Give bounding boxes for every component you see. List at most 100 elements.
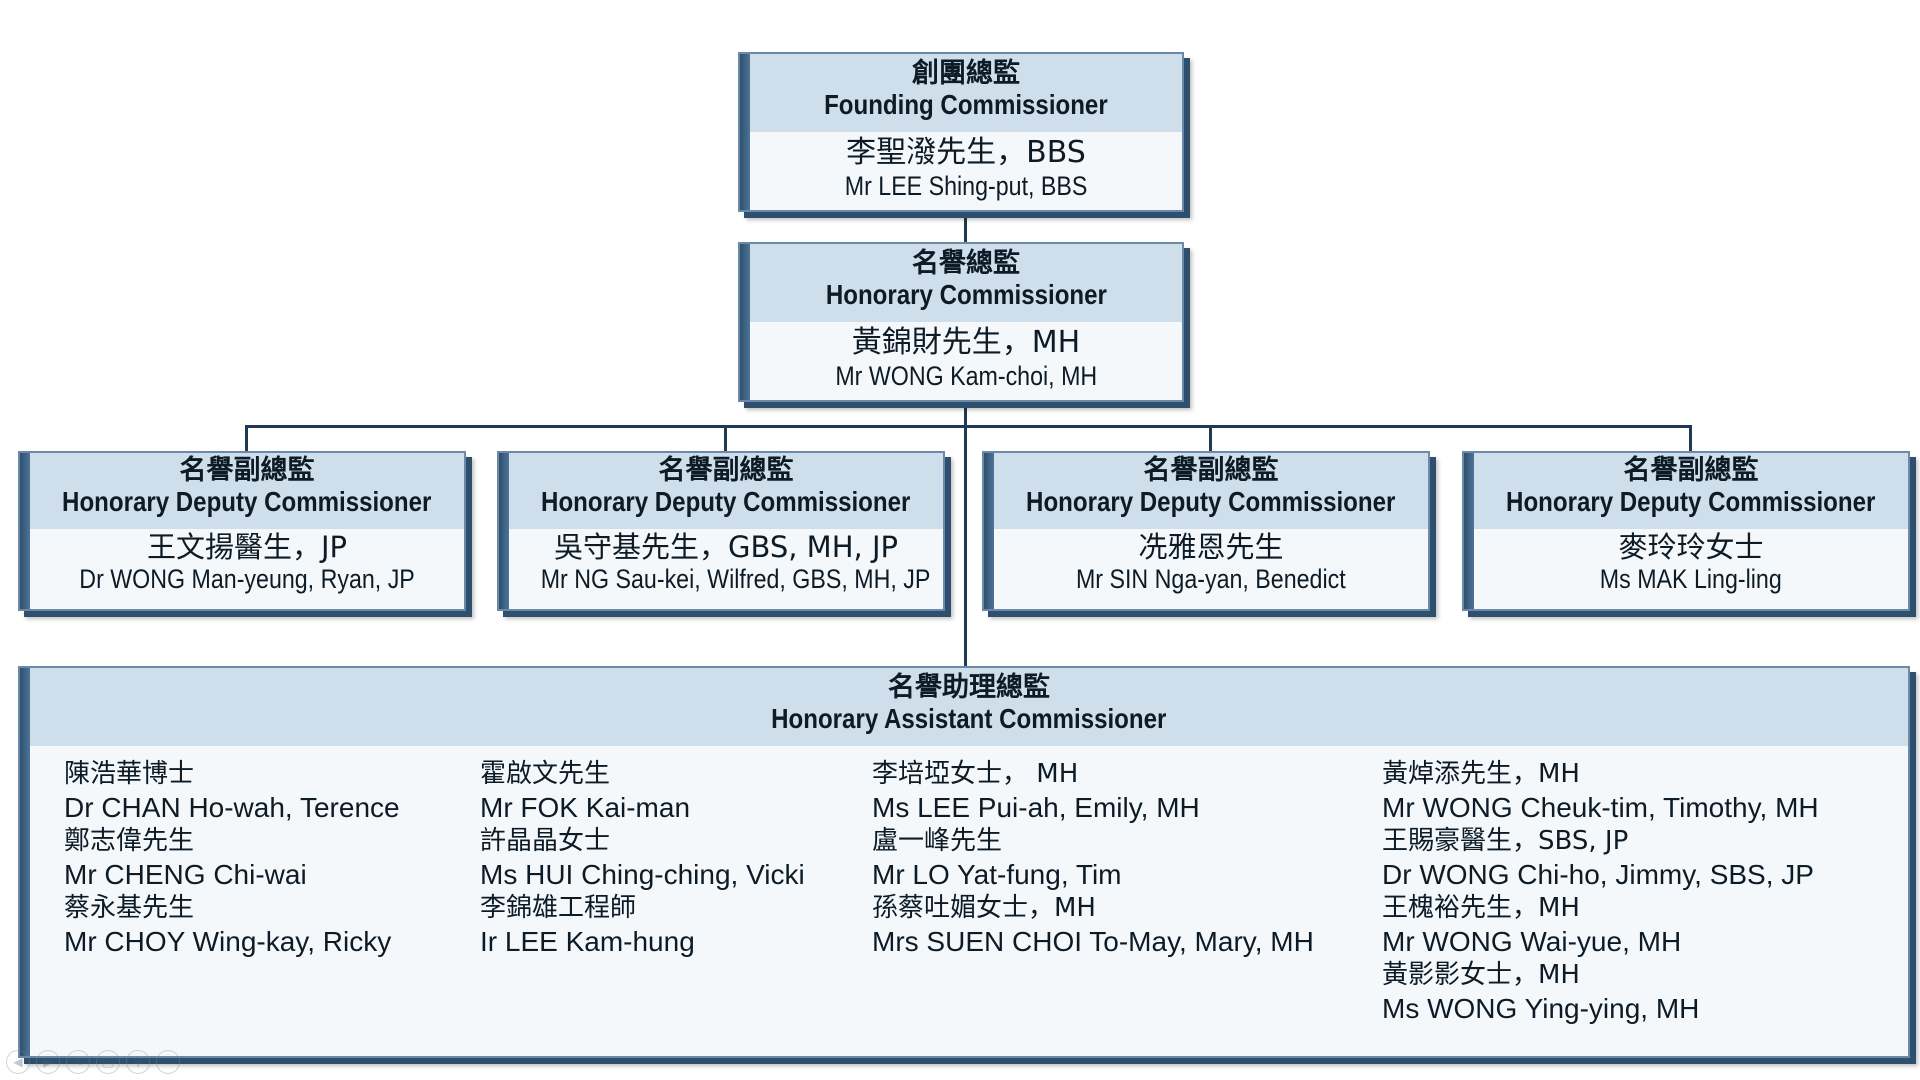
honorary-name-zh: 黃錦財先生，MH <box>851 325 1081 360</box>
honorary-commissioner-box: 名譽總監 Honorary Commissioner 黃錦財先生，MH Mr W… <box>738 242 1184 402</box>
assistant-body: 陳浩華博士 Dr CHAN Ho-wah, Terence 鄭志偉先生 Mr C… <box>30 746 1908 1056</box>
deputy-title-en: Honorary Deputy Commissioner <box>541 486 911 518</box>
assistant-column-4: 黃焯添先生，MH Mr WONG Cheuk-tim, Timothy, MH … <box>1382 758 1819 1026</box>
zoom-icon[interactable]: ⚲ <box>126 1050 150 1074</box>
deputy-name-zh: 吳守基先生，GBS, MH, JP <box>553 530 898 564</box>
deputy-name-en: Mr SIN Nga-yan, Benedict <box>1076 564 1346 595</box>
assistant-member: 蔡永基先生 Mr CHOY Wing-kay, Ricky <box>64 892 400 959</box>
member-name-zh: 霍啟文先生 <box>480 759 611 789</box>
member-name-zh: 蔡永基先生 <box>64 893 195 923</box>
member-name-en: Ms HUI Ching-ching, Vicki <box>480 859 805 890</box>
deputy-title-en: Honorary Deputy Commissioner <box>1026 486 1396 518</box>
deputy-commissioner-box: 名譽副總監 Honorary Deputy Commissioner 冼雅恩先生… <box>982 451 1430 611</box>
connector-deputies-horizontal <box>245 425 1692 428</box>
deputy-title-zh: 名譽副總監 <box>658 455 794 486</box>
deputy-title-en: Honorary Deputy Commissioner <box>1506 486 1876 518</box>
member-name-en: Ms WONG Ying-ying, MH <box>1382 993 1700 1024</box>
member-name-zh: 李培埡女士， MH <box>872 759 1079 789</box>
deputy-name-zh: 王文揚醫生，JP <box>146 530 348 564</box>
member-name-en: Mrs SUEN CHOI To-May, Mary, MH <box>872 926 1314 957</box>
connector-deputy-1 <box>245 425 248 453</box>
member-name-zh: 許晶晶女士 <box>480 826 611 856</box>
connector-deputy-3 <box>1209 425 1212 453</box>
deputy-commissioner-box: 名譽副總監 Honorary Deputy Commissioner 吳守基先生… <box>497 451 945 611</box>
assistant-member: 孫蔡吐媚女士，MH Mrs SUEN CHOI To-May, Mary, MH <box>872 892 1314 959</box>
honorary-commissioner-header: 名譽總監 Honorary Commissioner <box>750 244 1182 322</box>
member-name-zh: 孫蔡吐媚女士，MH <box>872 893 1096 923</box>
assistant-member: 陳浩華博士 Dr CHAN Ho-wah, Terence <box>64 758 400 825</box>
deputy-name-en: Ms MAK Ling-ling <box>1600 564 1782 595</box>
honorary-title-zh: 名譽總監 <box>912 248 1020 279</box>
assistant-column-2: 霍啟文先生 Mr FOK Kai-man 許晶晶女士 Ms HUI Ching-… <box>480 758 805 959</box>
connector-deputy-2 <box>724 425 727 453</box>
member-name-en: Mr CHENG Chi-wai <box>64 859 307 890</box>
member-name-en: Ir LEE Kam-hung <box>480 926 695 957</box>
assistant-member: 王賜豪醫生，SBS, JP Dr WONG Chi-ho, Jimmy, SBS… <box>1382 825 1819 892</box>
member-name-zh: 盧一峰先生 <box>872 826 1003 856</box>
honorary-title-en: Honorary Commissioner <box>825 279 1107 311</box>
deputy-title-zh: 名譽副總監 <box>1143 455 1279 486</box>
member-name-zh: 黃焯添先生，MH <box>1382 759 1580 789</box>
deputy-name-zh: 冼雅恩先生 <box>1138 530 1284 564</box>
more-icon[interactable]: ⋯ <box>156 1050 180 1074</box>
member-name-zh: 李錦雄工程師 <box>480 893 637 923</box>
founding-commissioner-box: 創團總監 Founding Commissioner 李聖潑先生，BBS Mr … <box>738 52 1184 212</box>
pen-icon[interactable]: ✎ <box>66 1050 90 1074</box>
member-name-zh: 王賜豪醫生，SBS, JP <box>1382 826 1629 856</box>
deputy-name-en: Mr NG Sau-kei, Wilfred, GBS, MH, JP <box>540 564 931 595</box>
deputy-header: 名譽副總監 Honorary Deputy Commissioner <box>1474 453 1908 529</box>
founding-commissioner-header: 創團總監 Founding Commissioner <box>750 54 1182 132</box>
slides-icon[interactable]: □ <box>96 1050 120 1074</box>
founding-name-en: Mr LEE Shing-put, BBS <box>844 170 1088 201</box>
deputy-title-zh: 名譽副總監 <box>179 455 315 486</box>
member-name-zh: 黃影影女士，MH <box>1382 960 1580 990</box>
slideshow-toolbar: ◀ ▶ ✎ □ ⚲ ⋯ <box>6 1050 180 1074</box>
member-name-en: Mr LO Yat-fung, Tim <box>872 859 1122 890</box>
member-name-en: Mr CHOY Wing-kay, Ricky <box>64 926 392 957</box>
assistant-member: 霍啟文先生 Mr FOK Kai-man <box>480 758 805 825</box>
deputy-header: 名譽副總監 Honorary Deputy Commissioner <box>30 453 464 529</box>
deputy-body: 吳守基先生，GBS, MH, JP Mr NG Sau-kei, Wilfred… <box>509 529 943 609</box>
member-name-zh: 鄭志偉先生 <box>64 826 195 856</box>
arrow-left-icon[interactable]: ◀ <box>6 1050 30 1074</box>
assistant-column-3: 李培埡女士， MH Ms LEE Pui-ah, Emily, MH 盧一峰先生… <box>872 758 1314 959</box>
assistant-member: 王槐裕先生，MH Mr WONG Wai-yue, MH <box>1382 892 1819 959</box>
assistant-member: 鄭志偉先生 Mr CHENG Chi-wai <box>64 825 400 892</box>
member-name-zh: 陳浩華博士 <box>64 759 195 789</box>
deputy-body: 麥玲玲女士 Ms MAK Ling-ling <box>1474 529 1908 609</box>
assistant-title-en: Honorary Assistant Commissioner <box>771 703 1167 735</box>
member-name-en: Mr FOK Kai-man <box>480 792 691 823</box>
deputy-body: 王文揚醫生，JP Dr WONG Man-yeung, Ryan, JP <box>30 529 464 609</box>
connector-trunk <box>964 400 967 668</box>
deputy-name-en: Dr WONG Man-yeung, Ryan, JP <box>79 564 415 595</box>
honorary-name-en: Mr WONG Kam-choi, MH <box>835 360 1097 391</box>
assistant-member: 許晶晶女士 Ms HUI Ching-ching, Vicki <box>480 825 805 892</box>
member-name-en: Dr WONG Chi-ho, Jimmy, SBS, JP <box>1382 859 1814 890</box>
member-name-en: Mr WONG Cheuk-tim, Timothy, MH <box>1382 792 1819 823</box>
founding-title-en: Founding Commissioner <box>824 89 1108 121</box>
deputy-header: 名譽副總監 Honorary Deputy Commissioner <box>994 453 1428 529</box>
deputy-body: 冼雅恩先生 Mr SIN Nga-yan, Benedict <box>994 529 1428 609</box>
deputy-commissioner-box: 名譽副總監 Honorary Deputy Commissioner 王文揚醫生… <box>18 451 466 611</box>
member-name-en: Dr CHAN Ho-wah, Terence <box>64 792 400 823</box>
assistant-member: 黃影影女士，MH Ms WONG Ying-ying, MH <box>1382 959 1819 1026</box>
honorary-commissioner-body: 黃錦財先生，MH Mr WONG Kam-choi, MH <box>750 322 1182 400</box>
deputy-title-zh: 名譽副總監 <box>1623 455 1759 486</box>
assistant-member: 黃焯添先生，MH Mr WONG Cheuk-tim, Timothy, MH <box>1382 758 1819 825</box>
deputy-title-en: Honorary Deputy Commissioner <box>62 486 432 518</box>
connector-deputy-4 <box>1689 425 1692 453</box>
connector-founding-honorary <box>964 214 967 244</box>
founding-title-zh: 創團總監 <box>912 58 1020 89</box>
member-name-en: Mr WONG Wai-yue, MH <box>1382 926 1682 957</box>
assistant-commissioner-box: 名譽助理總監 Honorary Assistant Commissioner 陳… <box>18 666 1910 1058</box>
play-icon[interactable]: ▶ <box>36 1050 60 1074</box>
member-name-en: Ms LEE Pui-ah, Emily, MH <box>872 792 1200 823</box>
assistant-header: 名譽助理總監 Honorary Assistant Commissioner <box>30 668 1908 746</box>
deputy-header: 名譽副總監 Honorary Deputy Commissioner <box>509 453 943 529</box>
deputy-name-zh: 麥玲玲女士 <box>1618 530 1764 564</box>
assistant-member: 李培埡女士， MH Ms LEE Pui-ah, Emily, MH <box>872 758 1314 825</box>
founding-commissioner-body: 李聖潑先生，BBS Mr LEE Shing-put, BBS <box>750 132 1182 210</box>
founding-name-zh: 李聖潑先生，BBS <box>846 135 1086 170</box>
deputy-commissioner-box: 名譽副總監 Honorary Deputy Commissioner 麥玲玲女士… <box>1462 451 1910 611</box>
assistant-column-1: 陳浩華博士 Dr CHAN Ho-wah, Terence 鄭志偉先生 Mr C… <box>64 758 400 959</box>
